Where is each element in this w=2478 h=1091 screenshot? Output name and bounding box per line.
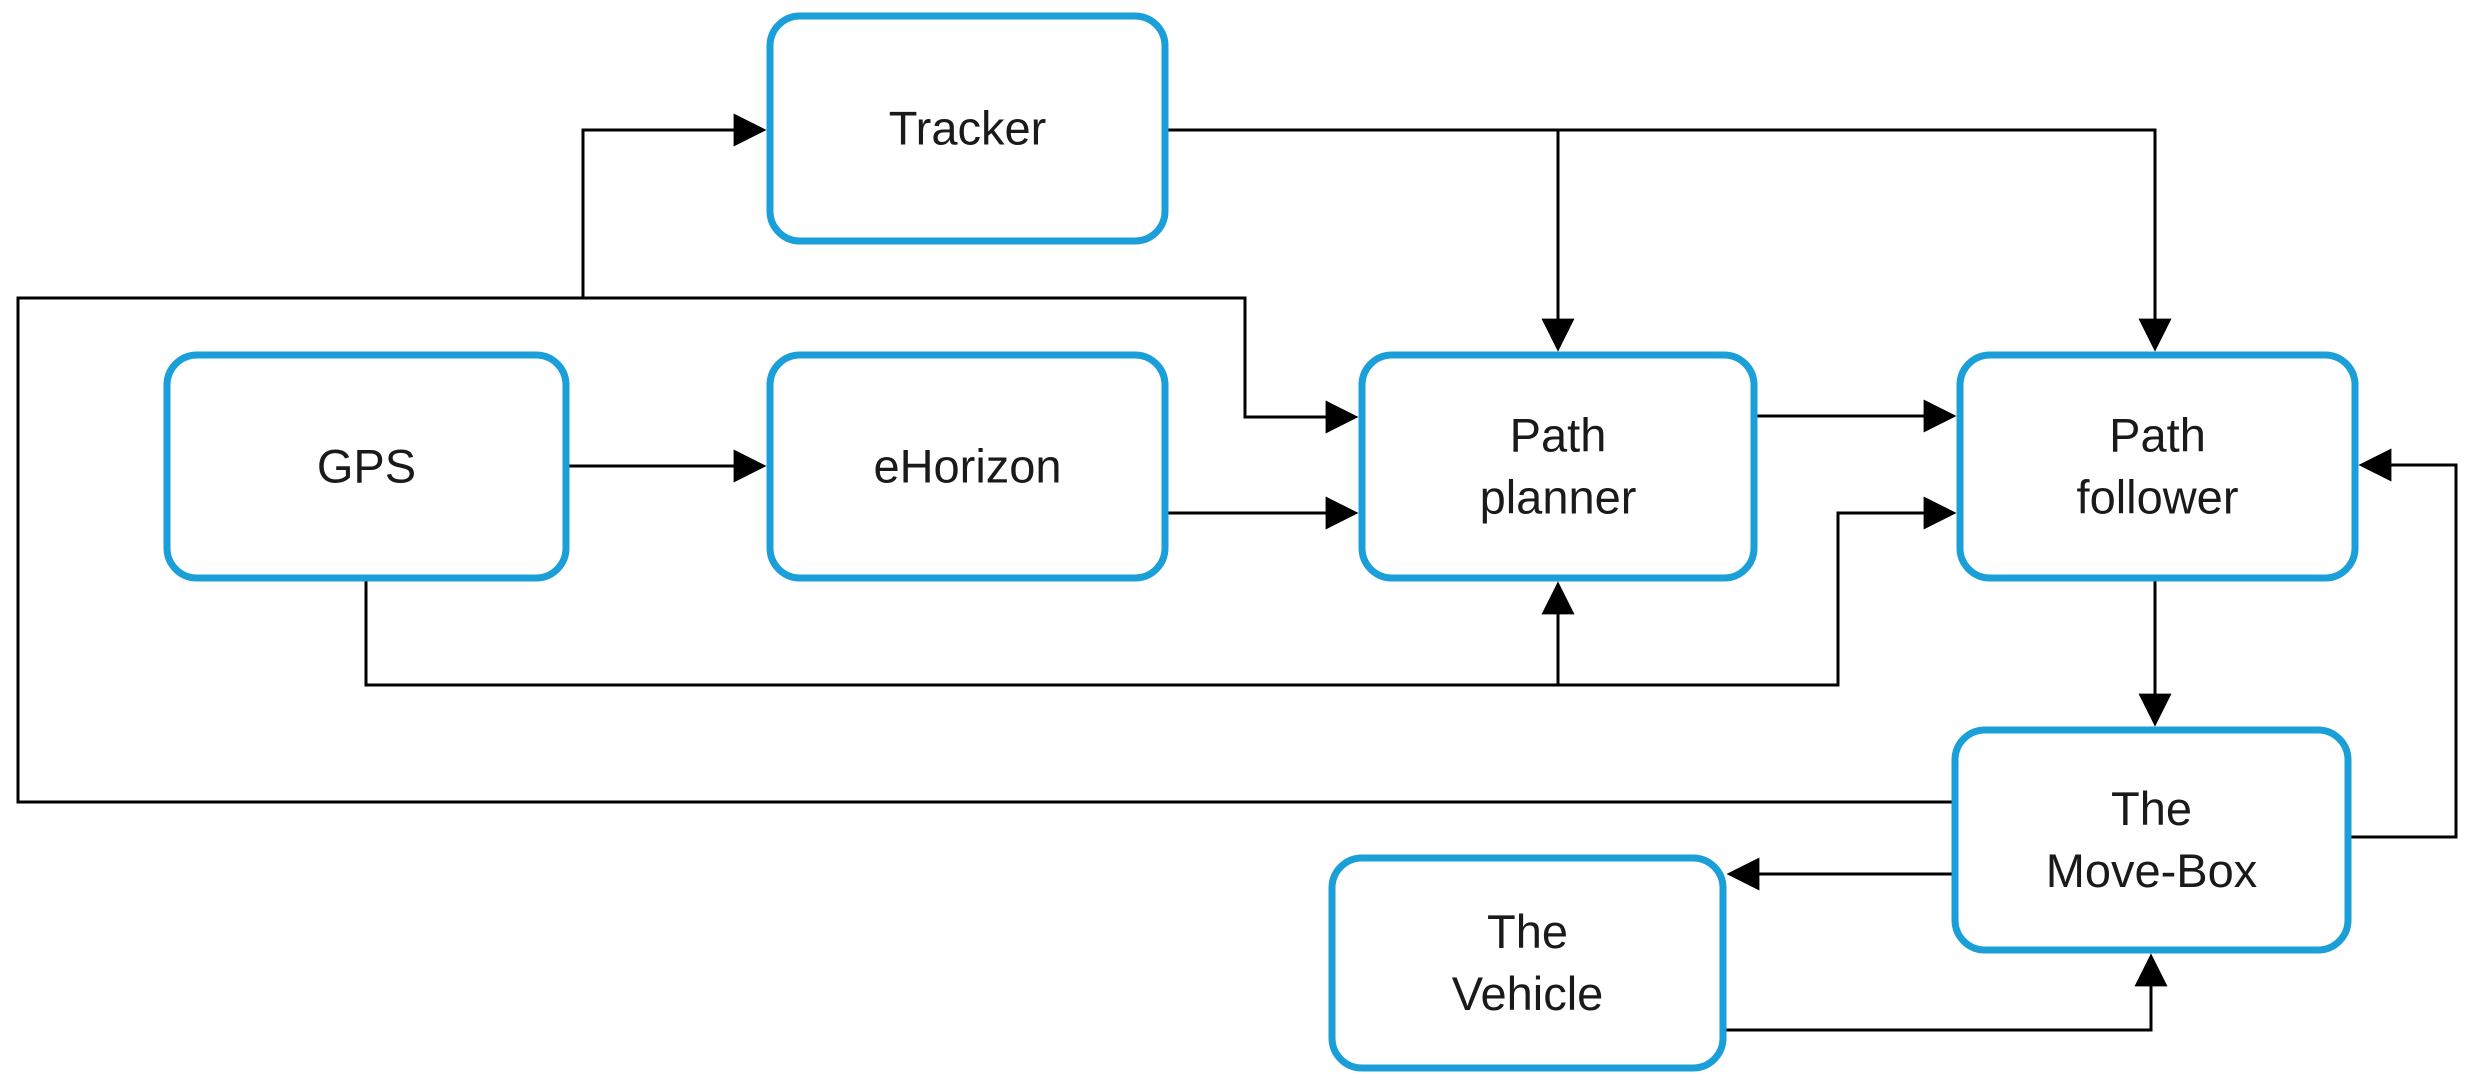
node-move-box-box <box>1951 726 2352 954</box>
node-gps-box <box>163 351 570 582</box>
node-ehorizon: eHorizon <box>766 351 1169 582</box>
edge-left-loop-branch-to-tracker <box>581 113 767 298</box>
node-gps: GPS <box>163 351 570 582</box>
edge-gps-loop-to-path-follower <box>364 496 1957 687</box>
node-ehorizon-box <box>766 351 1169 582</box>
edge-vehicle-to-move-box-bottom <box>1723 953 2168 1032</box>
node-ehorizon-label: eHorizon <box>873 440 1061 493</box>
edge-tracker-to-path-follower-top <box>1165 128 2172 352</box>
node-path-follower-box <box>1956 351 2359 582</box>
edge-move-box-right-loop-to-path-follower <box>2348 448 2458 839</box>
edge-move-box-left-loop-to-path-planner <box>16 296 1955 804</box>
node-tracker-box <box>766 12 1169 245</box>
node-gps-label: GPS <box>317 440 416 493</box>
node-tracker-label: Tracker <box>889 102 1047 155</box>
node-tracker: Tracker <box>766 12 1169 245</box>
node-path-planner-box <box>1358 351 1758 582</box>
node-vehicle-box <box>1328 854 1727 1072</box>
